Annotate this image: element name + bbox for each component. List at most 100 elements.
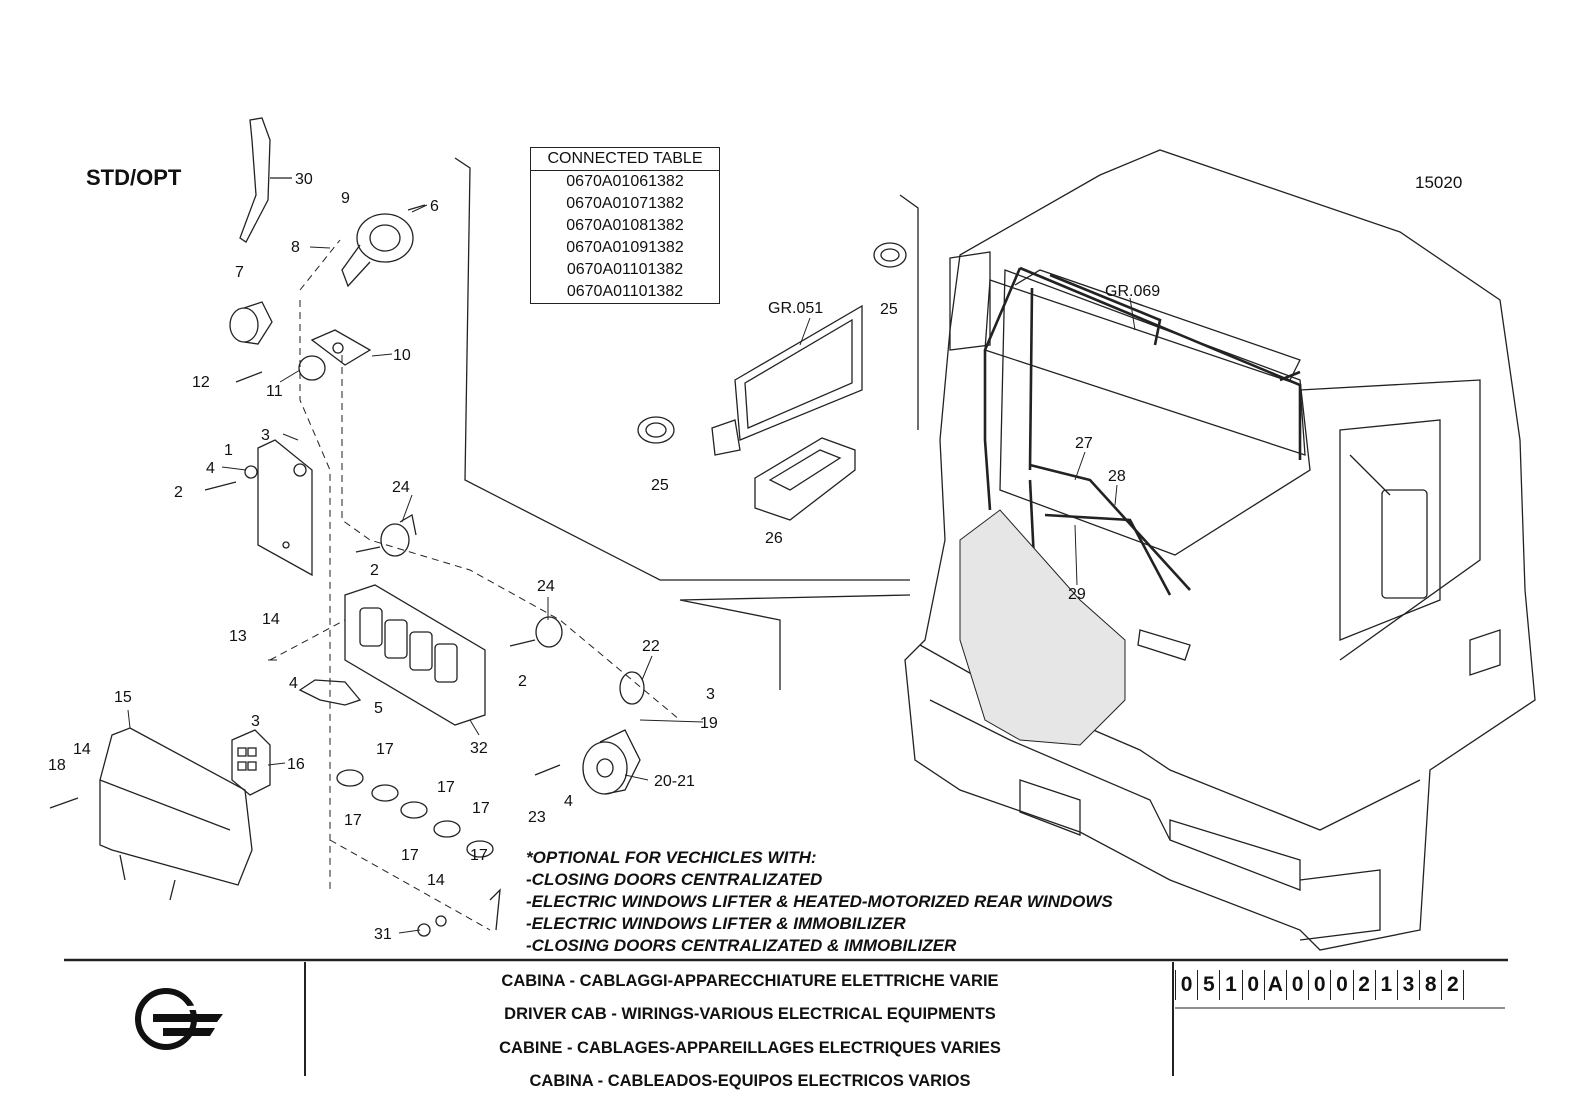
dashed-assembly-lines	[269, 239, 681, 931]
callout-25: 25	[651, 477, 669, 494]
title-french: CABINE - CABLAGES-APPAREILLAGES ELECTRIQ…	[499, 1039, 1001, 1057]
truck-cab-outline	[904, 149, 1536, 951]
cable-tie-part	[239, 117, 292, 243]
callout-18: 18	[48, 757, 66, 774]
brand-logo	[133, 986, 225, 1052]
note-line: *OPTIONAL FOR VECHICLES WITH:	[526, 848, 817, 867]
part-code-boxes: 0 5 1 0 A 0 0 0 2 1 3 8 2	[1175, 970, 1465, 1000]
part-code-digit: 0	[1175, 970, 1199, 1000]
part-code-digit: 3	[1398, 970, 1421, 1000]
callout-10: 10	[393, 347, 411, 364]
boundary-line	[899, 194, 919, 430]
group-label-gr069: GR.069	[1105, 283, 1160, 300]
callout-17: 17	[401, 847, 419, 864]
callout-24: 24	[537, 578, 555, 595]
connected-table-row: 0670A01071382	[566, 195, 684, 212]
callout-8: 8	[291, 239, 300, 256]
callout-14: 14	[427, 872, 445, 889]
callout-24: 24	[392, 479, 410, 496]
callout-9: 9	[341, 190, 350, 207]
fuse-frame-part	[344, 584, 486, 726]
control-panel-area	[959, 509, 1126, 746]
wiring-harness	[983, 266, 1302, 596]
callout-4: 4	[289, 675, 298, 692]
clamp-part	[355, 513, 563, 648]
callout-labels: 30 9 6 8 7 12 11 10 3 1 4 2 24 2 13 14 2…	[48, 171, 1160, 943]
horn-part	[534, 671, 645, 795]
drawing-number: 15020	[1415, 173, 1463, 192]
callout-17: 17	[437, 779, 455, 796]
callout-3: 3	[251, 713, 260, 730]
callout-7: 7	[235, 264, 244, 281]
title-italian: CABINA - CABLAGGI-APPARECCHIATURE ELETTR…	[501, 972, 999, 990]
callout-11: 11	[266, 383, 283, 400]
part-code-digit: 0	[1243, 970, 1265, 1000]
part-code-digit: 0	[1287, 970, 1310, 1000]
part-code-digit: 2	[1354, 970, 1376, 1000]
part-code-digit: 1	[1376, 970, 1398, 1000]
callout-17: 17	[472, 800, 490, 817]
part-code-digit: 8	[1420, 970, 1443, 1000]
callout-3: 3	[261, 427, 270, 444]
part-code-digit: 5	[1198, 970, 1221, 1000]
group-label-gr051: GR.051	[768, 300, 823, 317]
connector-block-part	[231, 729, 271, 796]
note-line: -CLOSING DOORS CENTRALIZATED & IMMOBILIZ…	[526, 936, 957, 955]
callout-27: 27	[1075, 435, 1093, 452]
callout-20-21: 20-21	[654, 773, 695, 790]
callout-29: 29	[1068, 586, 1086, 603]
connected-table-row: 0670A01101382	[566, 261, 684, 278]
callout-16: 16	[287, 756, 305, 773]
note-line: -ELECTRIC WINDOWS LIFTER & HEATED-MOTORI…	[526, 892, 1113, 911]
plate-part	[298, 329, 372, 381]
callout-22: 22	[642, 638, 660, 655]
callout-19: 19	[700, 715, 718, 732]
part-code-digit: 0	[1331, 970, 1354, 1000]
boundary-line	[679, 594, 911, 690]
std-opt-label: STD/OPT	[86, 165, 182, 190]
clip-part	[298, 679, 362, 706]
callout-2: 2	[518, 673, 527, 690]
callout-17: 17	[344, 812, 362, 829]
callout-5: 5	[374, 700, 383, 717]
optional-notes: *OPTIONAL FOR VECHICLES WITH: -CLOSING D…	[526, 847, 1113, 957]
callout-17: 17	[376, 741, 394, 758]
title-spanish: CABINA - CABLEADOS-EQUIPOS ELECTRICOS VA…	[529, 1072, 971, 1090]
callout-4: 4	[564, 793, 573, 810]
part-code-digit: 1	[1220, 970, 1243, 1000]
knob-part	[229, 301, 273, 345]
callout-14: 14	[262, 611, 280, 628]
connected-table-row: 0670A01091382	[566, 239, 684, 256]
connected-table: CONNECTED TABLE 0670A01061382 0670A01071…	[530, 147, 720, 304]
callout-26: 26	[765, 530, 783, 547]
part-code-digit: A	[1265, 970, 1287, 1000]
relay-plate-part	[204, 439, 313, 577]
connector-part	[341, 204, 426, 288]
screw-part	[235, 371, 263, 383]
o-ring-parts	[336, 769, 494, 858]
callout-23: 23	[528, 809, 546, 826]
connected-table-row: 0670A01081382	[566, 217, 684, 234]
callout-32: 32	[470, 740, 488, 757]
callout-31: 31	[374, 926, 392, 943]
grommet-parts	[637, 242, 907, 444]
callout-2: 2	[370, 562, 379, 579]
callout-14: 14	[73, 741, 91, 758]
callout-28: 28	[1108, 468, 1126, 485]
note-line: -ELECTRIC WINDOWS LIFTER & IMMOBILIZER	[526, 914, 906, 933]
callout-3: 3	[706, 686, 715, 703]
connected-table-row: 0670A01101382	[566, 283, 684, 300]
title-block-frame	[64, 958, 1508, 1076]
callout-4: 4	[206, 460, 215, 477]
callout-2: 2	[174, 484, 183, 501]
connected-table-title: CONNECTED TABLE	[531, 148, 719, 171]
callout-6: 6	[430, 198, 439, 215]
callout-30: 30	[295, 171, 313, 188]
control-unit-part	[49, 727, 253, 901]
title-english: DRIVER CAB - WIRINGS-VARIOUS ELECTRICAL …	[504, 1005, 996, 1023]
switch-part	[754, 437, 856, 521]
callout-15: 15	[114, 689, 132, 706]
part-code-digit: 2	[1442, 970, 1465, 1000]
